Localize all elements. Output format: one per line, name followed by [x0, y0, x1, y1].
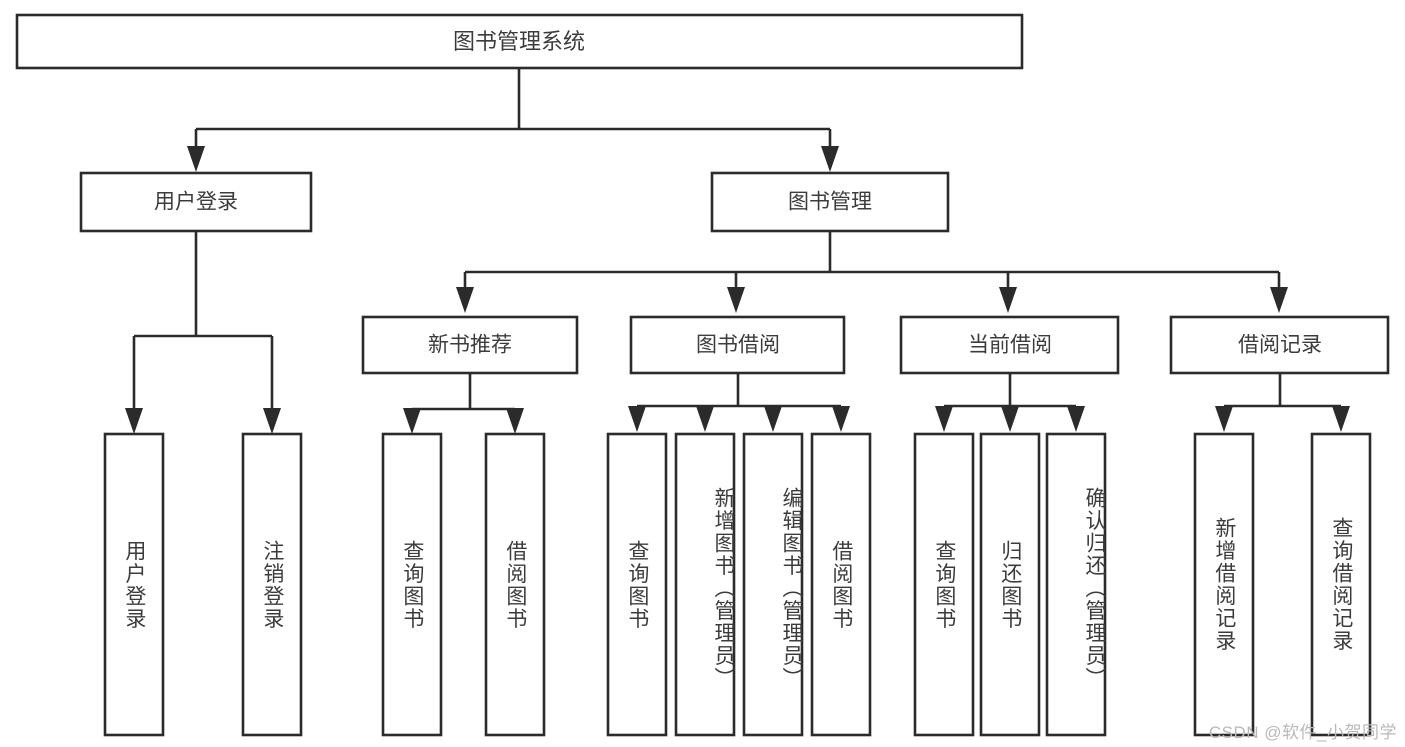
user-login-label: 用户登录: [154, 191, 238, 214]
leaf-box-query-borrow-record[interactable]: [1310, 432, 1372, 737]
arrowhead-leaf-borrow-book-2: [832, 406, 850, 432]
leaf-box-return-book[interactable]: [979, 432, 1041, 737]
leaf-box-borrow-book-1[interactable]: [484, 432, 546, 737]
leaf-box-add-book-admin[interactable]: [674, 432, 736, 737]
root-label: 图书管理系统: [453, 29, 585, 54]
arrowhead-leaf-add-borrow-record: [1215, 406, 1233, 432]
arrowhead-leaf-query-book-1: [403, 408, 421, 434]
leaf-box-borrow-book-2[interactable]: [810, 432, 872, 737]
arrowhead-user-login: [187, 146, 205, 172]
book-borrow-box[interactable]: [629, 315, 846, 375]
arrowhead-leaf-query-book-2: [628, 406, 646, 432]
csdn-watermark: CSDN @软件_小贺同学: [1208, 723, 1397, 742]
leaf-box-edit-book-admin[interactable]: [742, 432, 804, 737]
arrowhead-leaf-return-book: [1001, 406, 1019, 432]
arrowhead-leaf-confirm-return-admin: [1067, 406, 1085, 432]
leaf-box-user-login[interactable]: [103, 432, 165, 737]
book-management-box[interactable]: [710, 171, 950, 233]
arrowhead-new-book-recommend: [456, 287, 474, 313]
current-borrow-box[interactable]: [899, 315, 1120, 375]
node-book-borrow[interactable]: 图书借阅: [629, 315, 846, 375]
node-root[interactable]: 图书管理系统: [15, 13, 1024, 70]
arrowhead-borrow-record: [1270, 287, 1288, 313]
borrow-record-box[interactable]: [1169, 315, 1390, 375]
borrow-record-label: 借阅记录: [1238, 334, 1322, 357]
leaf-box-add-borrow-record[interactable]: [1193, 432, 1255, 737]
leaf-box-confirm-return-admin[interactable]: [1045, 432, 1107, 737]
arrowhead-leaf-query-book-3: [935, 406, 953, 432]
leaf-box-logout-login[interactable]: [241, 432, 303, 737]
arrowhead-leaf-edit-book-admin: [764, 406, 782, 432]
leaf-box-query-book-2[interactable]: [606, 432, 668, 737]
arrowhead-leaf-logout-login: [263, 408, 281, 434]
node-borrow-record[interactable]: 借阅记录: [1169, 315, 1390, 375]
leaf-box-query-book-1[interactable]: [381, 432, 443, 737]
arrowhead-leaf-user-login: [125, 408, 143, 434]
node-user-login[interactable]: 用户登录: [79, 171, 313, 233]
arrowhead-leaf-borrow-book-1: [506, 408, 524, 434]
node-book-management[interactable]: 图书管理: [710, 171, 950, 233]
arrowhead-current-borrow: [999, 287, 1017, 313]
arrowhead-book-borrow: [727, 287, 745, 313]
new-book-recommend-label: 新书推荐: [428, 334, 512, 357]
current-borrow-label: 当前借阅: [968, 334, 1052, 357]
arrowhead-leaf-query-borrow-record: [1332, 406, 1350, 432]
node-current-borrow[interactable]: 当前借阅: [899, 315, 1120, 375]
book-management-label: 图书管理: [788, 191, 872, 214]
book-borrow-label: 图书借阅: [696, 334, 780, 357]
root-box[interactable]: [15, 13, 1024, 70]
node-new-book-recommend[interactable]: 新书推荐: [361, 315, 579, 375]
new-book-recommend-box[interactable]: [361, 315, 579, 375]
arrowhead-leaf-add-book-admin: [696, 406, 714, 432]
leaf-box-query-book-3[interactable]: [913, 432, 975, 737]
arrowhead-book-management: [821, 146, 839, 172]
